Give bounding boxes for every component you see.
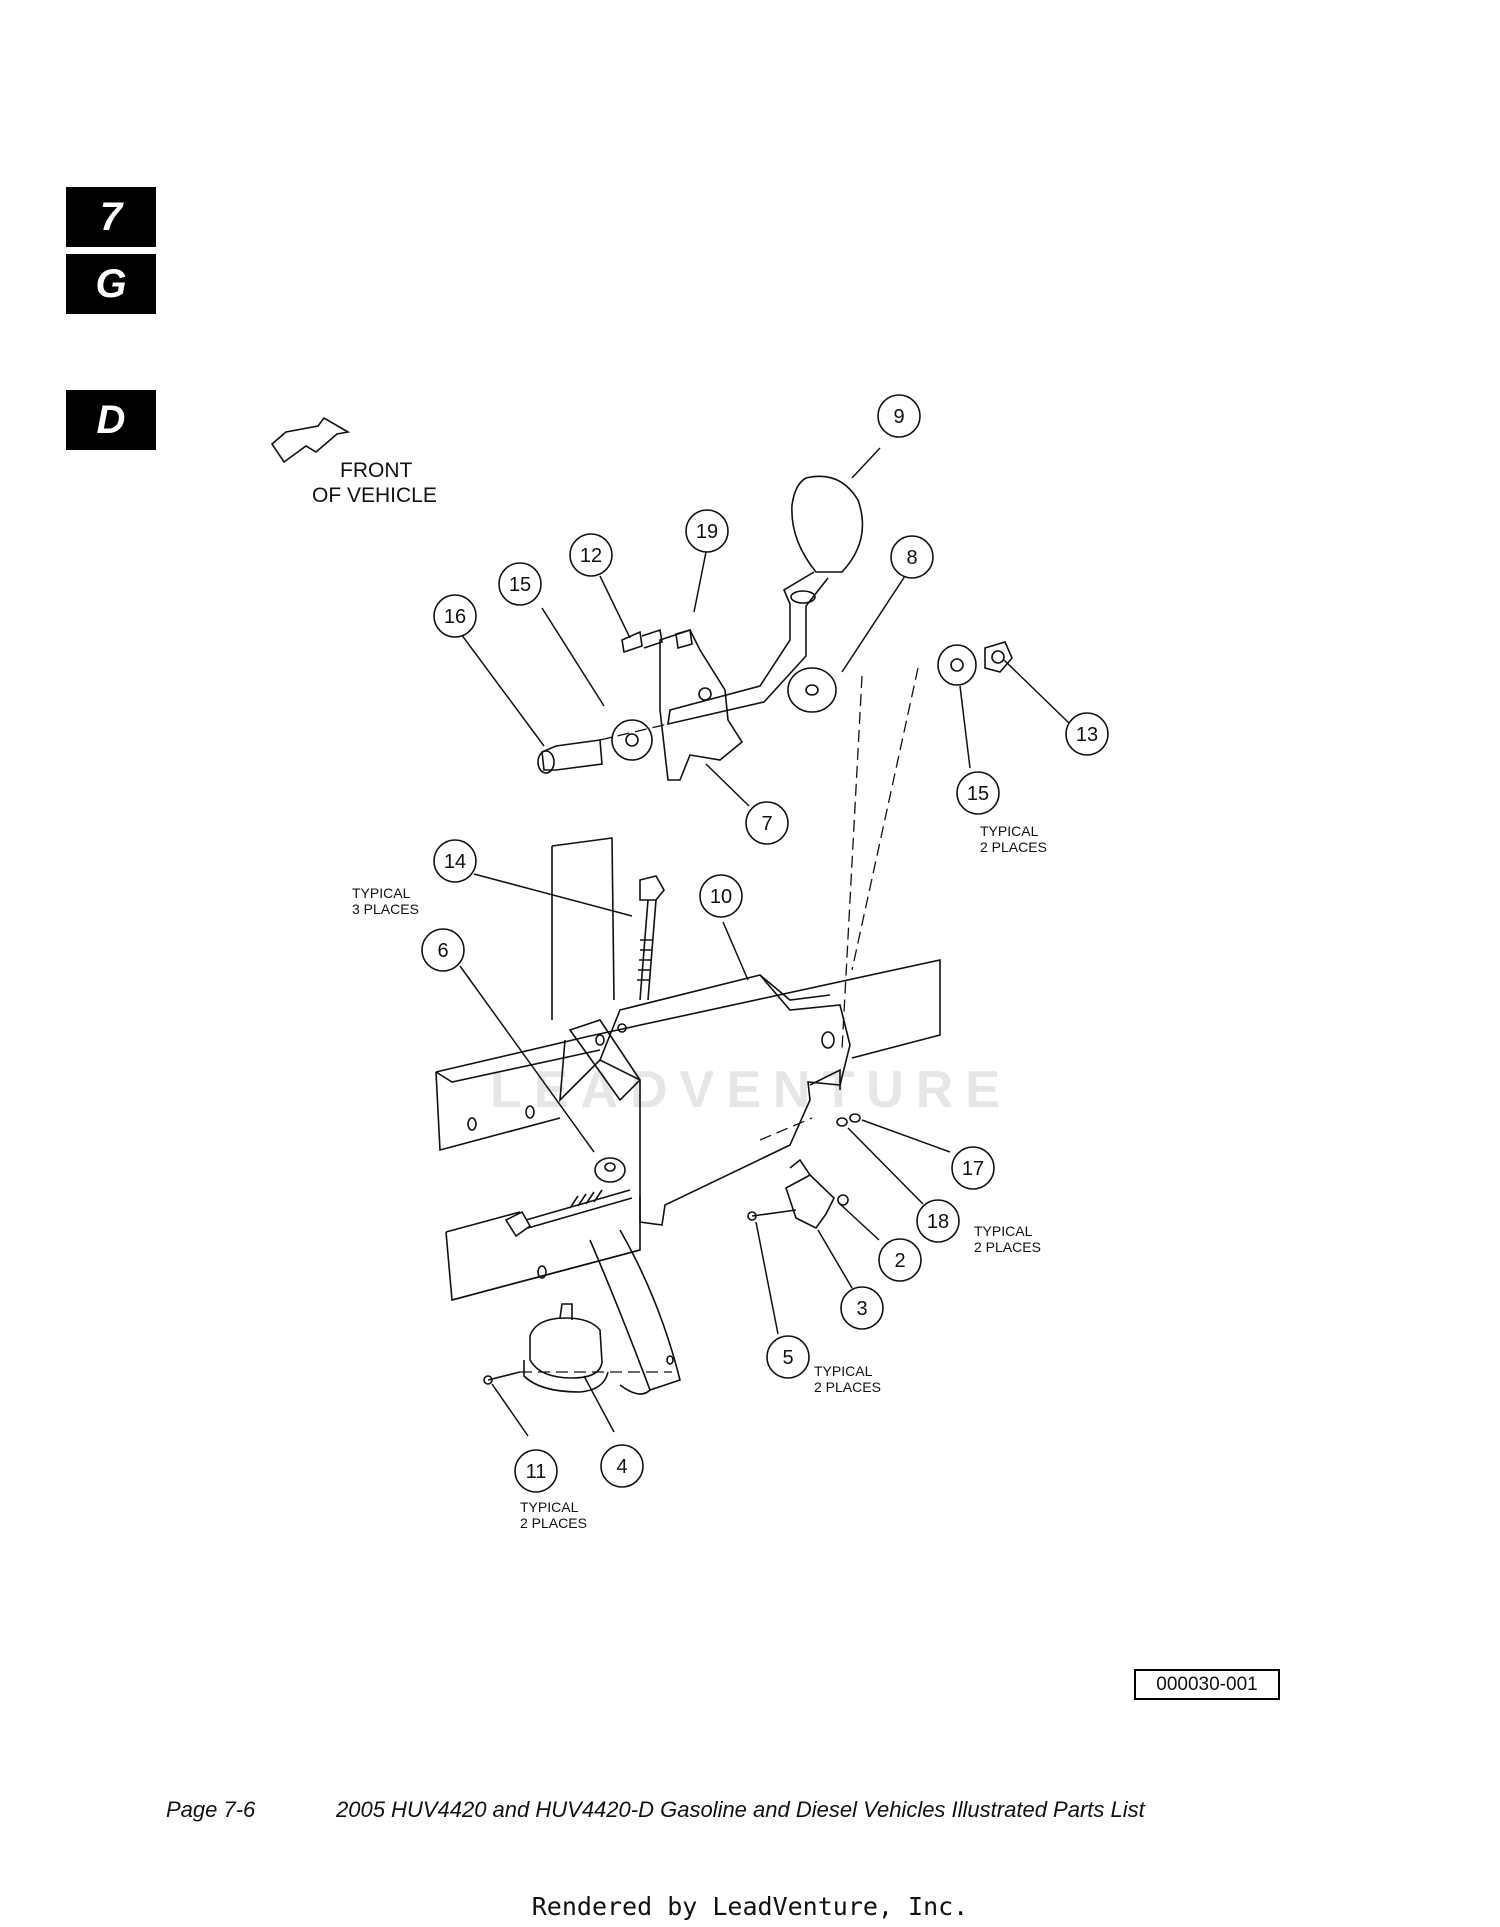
- callout-circle-17: [951, 1146, 995, 1190]
- washer-17: [849, 1113, 861, 1123]
- mount-4: [529, 1317, 603, 1379]
- note-14-line1: TYPICAL: [352, 885, 411, 901]
- callout-number: 5: [782, 1347, 793, 1369]
- callout-circle-16: [433, 594, 477, 638]
- callout-circle-13: [1065, 712, 1109, 756]
- callout-number: 3: [856, 1298, 867, 1320]
- callout-number: 13: [1076, 724, 1098, 746]
- neutral-switch: [785, 1174, 835, 1230]
- exploded-view-drawing: [270, 416, 1013, 1395]
- note-11-line1: TYPICAL: [520, 1499, 579, 1515]
- note-5-line1: TYPICAL: [814, 1363, 873, 1379]
- front-label-line2: OF VEHICLE: [312, 484, 437, 507]
- washer-15-left: [611, 719, 653, 761]
- note-11-line2: 2 PLACES: [520, 1515, 587, 1531]
- alignment-lines: [520, 667, 919, 1373]
- shift-knob: [791, 475, 864, 573]
- callout-number: 15: [509, 574, 531, 596]
- callout-circle-19: [685, 509, 729, 553]
- callout-group: 9 19 12 8 15 16 13 15 7 14 10 6 17 18 2 3 5 11 4: [421, 394, 1109, 1493]
- shift-lever: [667, 571, 829, 726]
- bushing-16: [541, 739, 603, 771]
- footer-page-number: Page 7-6: [166, 1797, 256, 1822]
- callout-number: 8: [906, 547, 917, 569]
- drawing-id-box: 000030-001: [1134, 1669, 1280, 1700]
- callout-number: 11: [526, 1461, 547, 1483]
- section-tab-g: G: [66, 254, 156, 314]
- callout-number: 12: [580, 545, 602, 567]
- upper-channel: [435, 959, 941, 1152]
- callout-circle-9: [877, 394, 921, 438]
- washer-8: [787, 667, 837, 713]
- note-14-line2: 3 PLACES: [352, 901, 419, 917]
- rendered-by-credit: Rendered by LeadVenture, Inc.: [531, 1892, 969, 1921]
- callout-number: 15: [967, 783, 989, 805]
- shifter-bracket-plate: [598, 974, 851, 1226]
- note-15-line1: TYPICAL: [980, 823, 1039, 839]
- callout-number: 14: [444, 851, 466, 873]
- callout-circle-15: [498, 562, 542, 606]
- note-18-line1: TYPICAL: [974, 1223, 1033, 1239]
- callout-number: 16: [444, 606, 466, 628]
- note-15-line2: 2 PLACES: [980, 839, 1047, 855]
- callout-circle-18: [916, 1199, 960, 1243]
- nut-6: [594, 1157, 626, 1183]
- lower-channel: [445, 1196, 641, 1302]
- callout-circle-3: [840, 1286, 884, 1330]
- footer-title: 2005 HUV4420 and HUV4420-D Gasoline and …: [336, 1797, 1145, 1822]
- front-label-line1: FRONT: [340, 459, 412, 482]
- callout-number: 9: [893, 406, 904, 428]
- callout-circle-11: [514, 1449, 558, 1493]
- front-arrow-icon: [270, 416, 351, 464]
- callout-number: 19: [696, 521, 718, 543]
- note-18-line2: 2 PLACES: [974, 1239, 1041, 1255]
- pivot-plate: [659, 629, 744, 781]
- frame-lower-sweep: [589, 1229, 681, 1392]
- callout-circle-14: [433, 839, 477, 883]
- nut-13: [984, 641, 1013, 673]
- washer-15-right: [937, 644, 977, 686]
- watermark: LEADVENTURE: [490, 1061, 1013, 1119]
- screw-11: [487, 1371, 521, 1381]
- frame-upright: [551, 837, 615, 1020]
- callout-circle-4: [600, 1444, 644, 1488]
- leader-lines: [459, 447, 1071, 1437]
- callout-circle-5: [766, 1335, 810, 1379]
- note-5-line2: 2 PLACES: [814, 1379, 881, 1395]
- bolt-12: [621, 628, 663, 654]
- callout-number: 17: [962, 1158, 984, 1180]
- bracket-gusset: [568, 1019, 642, 1102]
- callout-number: 6: [437, 940, 448, 962]
- callout-circle-8: [890, 535, 934, 579]
- callout-number: 18: [927, 1211, 949, 1233]
- callout-number: 7: [761, 813, 772, 835]
- callout-circle-6: [421, 928, 465, 972]
- callout-circle-10: [699, 874, 743, 918]
- section-tab-d: D: [66, 390, 156, 450]
- washer-18: [836, 1117, 848, 1127]
- callout-number: 10: [710, 886, 732, 908]
- callout-circle-12: [569, 533, 613, 577]
- callout-circle-7: [745, 801, 789, 845]
- typical-notes: TYPICAL 2 PLACES TYPICAL 3 PLACES TYPICA…: [352, 823, 1047, 1531]
- screw-5: [751, 1209, 797, 1217]
- callout-number: 2: [894, 1250, 905, 1272]
- bolt-14: [639, 875, 665, 901]
- callout-circle-15: [956, 771, 1000, 815]
- lower-bolt: [504, 1189, 633, 1238]
- section-tab-7: 7: [66, 187, 156, 247]
- callout-circle-2: [878, 1238, 922, 1282]
- callout-number: 4: [616, 1456, 627, 1478]
